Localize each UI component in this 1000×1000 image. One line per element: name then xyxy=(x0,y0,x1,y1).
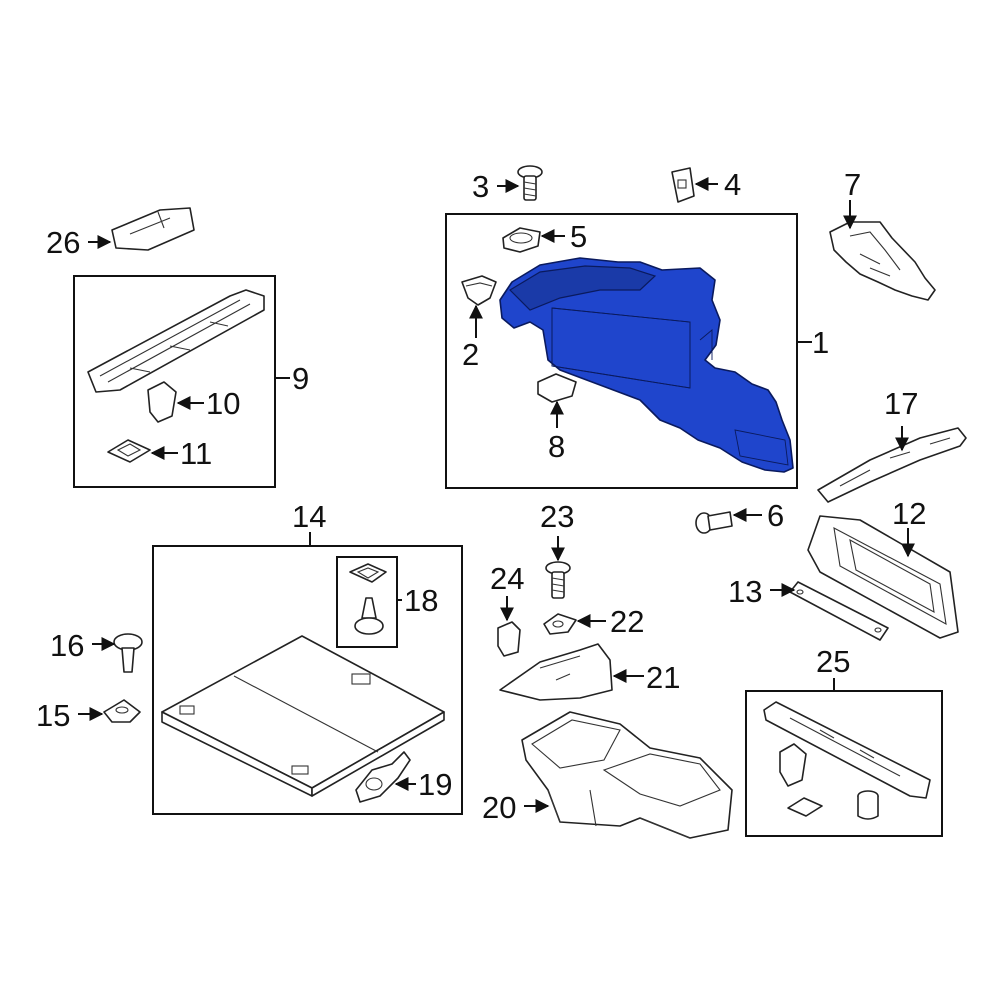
callout-22: 22 xyxy=(610,604,644,639)
callout-25: 25 xyxy=(816,644,850,679)
part-25-sill-panel[interactable] xyxy=(763,701,931,799)
callout-4: 4 xyxy=(724,167,741,202)
part-23-screw[interactable] xyxy=(545,561,571,599)
part-17-bracket[interactable] xyxy=(817,427,967,503)
callout-5: 5 xyxy=(570,219,587,254)
callout-15: 15 xyxy=(36,698,70,733)
callout-14: 14 xyxy=(292,499,326,534)
part-25-pad[interactable] xyxy=(787,797,823,817)
part-22-nut[interactable] xyxy=(543,613,577,635)
callout-19: 19 xyxy=(418,767,452,802)
callout-24: 24 xyxy=(490,561,524,596)
callout-26: 26 xyxy=(46,225,80,260)
group-box-9 xyxy=(73,275,276,488)
part-19-handle[interactable] xyxy=(355,751,411,803)
callout-18: 18 xyxy=(404,583,438,618)
callout-2: 2 xyxy=(462,337,479,372)
part-25-clip[interactable] xyxy=(779,743,807,787)
part-20-storage-bin[interactable] xyxy=(521,711,733,839)
part-12-trim-panel[interactable] xyxy=(807,515,959,639)
part-14-load-floor[interactable] xyxy=(161,635,445,797)
part-3-screw[interactable] xyxy=(517,165,543,201)
callout-1: 1 xyxy=(812,325,829,360)
group-box-1 xyxy=(445,213,798,489)
callout-12: 12 xyxy=(892,496,926,531)
callout-20: 20 xyxy=(482,790,516,825)
part-24-clip[interactable] xyxy=(497,621,521,657)
part-21-trim[interactable] xyxy=(499,643,613,701)
callout-10: 10 xyxy=(206,386,240,421)
callout-7: 7 xyxy=(844,167,861,202)
callout-8: 8 xyxy=(548,429,565,464)
group-box-14 xyxy=(152,545,463,815)
callout-13: 13 xyxy=(728,574,762,609)
part-11-pad[interactable] xyxy=(107,439,151,463)
part-9-scuff-plate[interactable] xyxy=(87,289,265,393)
part-7-bracket[interactable] xyxy=(829,221,936,301)
part-10-clip[interactable] xyxy=(147,381,177,423)
callout-3: 3 xyxy=(472,169,489,204)
part-25-plug[interactable] xyxy=(857,790,879,820)
part-5-bezel[interactable] xyxy=(502,227,541,253)
part-15-grommet[interactable] xyxy=(103,699,141,723)
group-box-18 xyxy=(336,556,398,648)
trunk-side-trim-panel[interactable] xyxy=(499,257,794,473)
part-4-clip[interactable] xyxy=(671,167,695,203)
callout-16: 16 xyxy=(50,628,84,663)
part-18-fastener[interactable] xyxy=(349,563,387,635)
callout-11: 11 xyxy=(180,436,212,471)
part-16-push-pin[interactable] xyxy=(113,633,143,673)
part-2-retainer[interactable] xyxy=(461,275,497,306)
callout-21: 21 xyxy=(646,660,680,695)
callout-6: 6 xyxy=(767,498,784,533)
part-26-lamp[interactable] xyxy=(111,207,195,251)
part-6-push-pin[interactable] xyxy=(695,511,733,534)
group-box-25 xyxy=(745,690,943,837)
part-8-cover[interactable] xyxy=(537,373,577,403)
callout-23: 23 xyxy=(540,499,574,534)
callout-17: 17 xyxy=(884,386,918,421)
callout-9: 9 xyxy=(292,361,309,396)
